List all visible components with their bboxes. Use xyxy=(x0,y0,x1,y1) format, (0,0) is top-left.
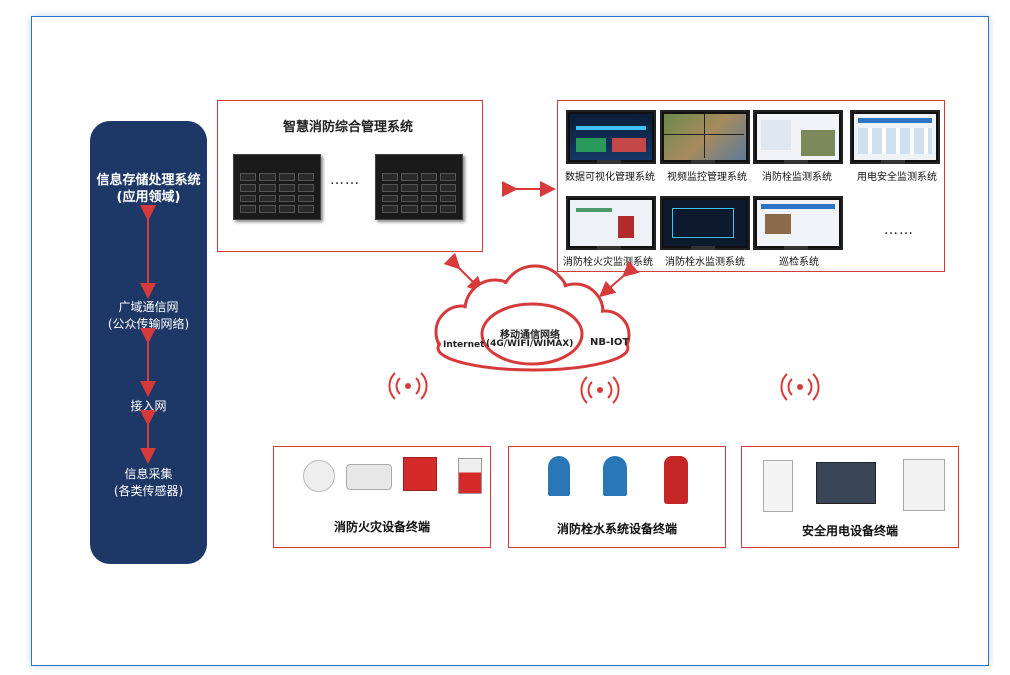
cloud-center-line1: 移动通信网络 xyxy=(500,330,560,341)
systems-ellipsis: …… xyxy=(884,222,914,238)
power-monitor-icon xyxy=(816,462,876,504)
label-hydrant-water: 消防栓水监测系统 xyxy=(665,257,745,268)
layer-storage-title: 信息存储处理系统 xyxy=(96,173,201,188)
fire-hydrant-icon xyxy=(664,456,688,504)
layer-wan-sub: (公众传输网络) xyxy=(107,317,190,331)
layer-collect-title: 信息采集 xyxy=(124,467,173,481)
circuit-breaker-icon xyxy=(903,459,945,511)
arrow-systems-cloud xyxy=(598,260,640,298)
server-rack-left xyxy=(233,154,321,220)
arrow-management-cloud xyxy=(443,252,484,293)
heat-detector-icon xyxy=(346,464,392,490)
layer-wan-title: 广域通信网 xyxy=(118,300,179,314)
monitor-inspection xyxy=(753,196,843,250)
terminal-label-hydrant: 消防栓水系统设备终端 xyxy=(556,522,677,536)
monitor-hydrant xyxy=(753,110,843,164)
layer-storage-sub: (应用领域) xyxy=(116,190,181,205)
management-title: 智慧消防综合管理系统 xyxy=(283,120,414,135)
label-inspection: 巡检系统 xyxy=(779,257,819,268)
wireless-meter-icon xyxy=(763,460,793,512)
siren-icon xyxy=(458,458,482,494)
monitor-hydrant-water xyxy=(660,196,750,250)
label-electric: 用电安全监测系统 xyxy=(857,172,937,183)
pressure-sensor-icon-1 xyxy=(548,456,570,496)
label-data-visual: 数据可视化管理系统 xyxy=(565,172,655,183)
server-ellipsis: …… xyxy=(330,172,360,188)
wireless-signals xyxy=(388,372,820,404)
cloud-center-line2: (4G/WIFI/WIMAX) xyxy=(486,339,574,349)
cloud-right-label: NB-IOT xyxy=(590,337,630,348)
monitor-data-visual xyxy=(566,110,656,164)
pressure-sensor-icon-2 xyxy=(603,456,627,496)
label-video: 视频监控管理系统 xyxy=(667,172,747,183)
smoke-detector-icon xyxy=(303,460,335,492)
monitor-hydrant-fire xyxy=(566,196,656,250)
terminal-box-fire xyxy=(273,446,491,548)
cloud-inner xyxy=(480,302,584,366)
layer-collect-sub: (各类传感器) xyxy=(113,484,184,498)
monitor-electric xyxy=(850,110,940,164)
cloud-left-label: Internet xyxy=(443,340,485,350)
terminal-label-electric: 安全用电设备终端 xyxy=(801,524,898,538)
label-hydrant: 消防栓监测系统 xyxy=(762,172,832,183)
layer-access-title: 接入网 xyxy=(130,399,167,413)
terminal-label-fire: 消防火灾设备终端 xyxy=(333,520,430,534)
layer-arrows xyxy=(140,205,156,464)
outer-frame xyxy=(31,16,989,666)
alarm-button-icon xyxy=(403,457,437,491)
server-rack-right xyxy=(375,154,463,220)
